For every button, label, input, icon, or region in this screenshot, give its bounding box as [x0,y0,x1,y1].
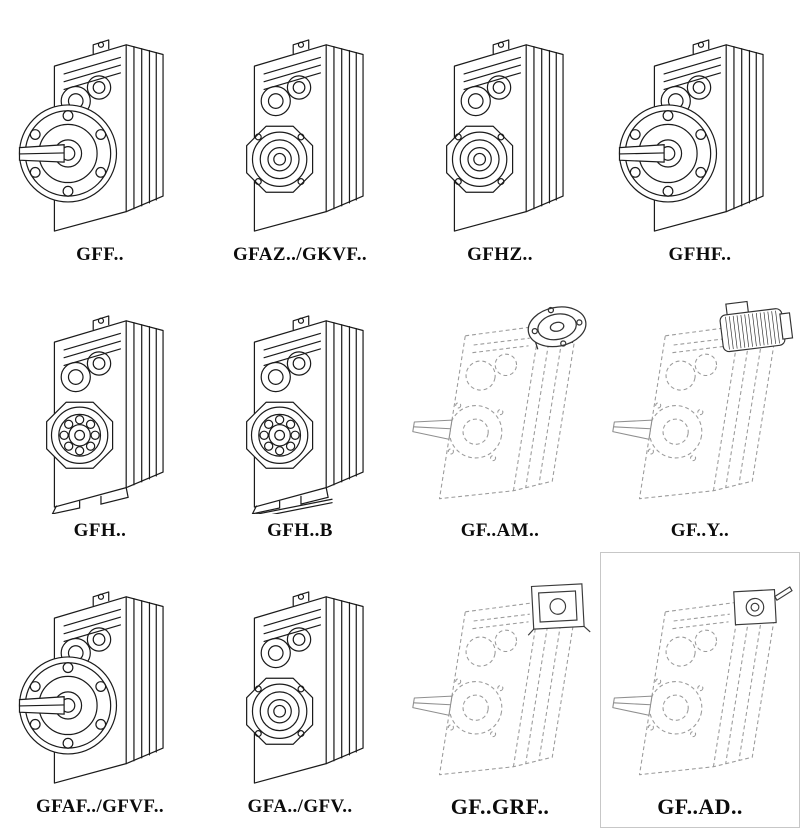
catalog-cell-gf-ad: GF..AD.. [600,552,800,828]
catalog-cell-gf-am: GF..AM.. [400,276,600,552]
model-label: GF..Y.. [670,520,730,541]
drawing-flange-mounted-reducer [600,2,800,242]
model-label: GF..GRF.. [450,794,550,819]
drawing-reducer-with-input-shaft-adapter [600,554,800,794]
drawing-foot-mounted-reducer-with-base [200,278,400,518]
catalog-cell-gfaz-gkvf: GFAZ../GKVF.. [200,0,400,276]
drawing-hollow-shaft-shrink-disc-reducer [400,2,600,242]
model-label: GFHF.. [668,244,732,265]
drawing-flange-mounted-solid-shaft-reducer [0,554,200,794]
model-label: GFH..B [267,520,333,541]
drawing-reducer-with-motor-adapter-flange [400,278,600,518]
catalog-cell-gfh-b: GFH..B [200,276,400,552]
catalog-cell-gfa-gfv: GFA../GFV.. [200,552,400,828]
catalog-cell-gfhz: GFHZ.. [400,0,600,276]
drawing-hollow-shaft-reducer [200,554,400,794]
drawing-flange-mounted-solid-shaft-reducer [0,2,200,242]
model-label: GFH.. [73,520,127,541]
model-label: GF..AM.. [460,520,540,541]
model-label: GFHZ.. [467,244,533,265]
catalog-cell-gf-y: GF..Y.. [600,276,800,552]
catalog-cell-gfhf: GFHF.. [600,0,800,276]
catalog-cell-gfaf-gfvf: GFAF../GFVF.. [0,552,200,828]
model-label: GFAZ../GKVF.. [233,244,367,265]
catalog-cell-gff: GFF.. [0,0,200,276]
drawing-hollow-shaft-reducer [200,2,400,242]
model-label: GF..AD.. [657,794,743,819]
model-label: GFA../GFV.. [247,796,353,817]
model-label: GFF.. [76,244,124,265]
drawing-foot-mounted-reducer [0,278,200,518]
catalog-cell-gf-grf: GF..GRF.. [400,552,600,828]
model-label: GFAF../GFVF.. [35,796,164,817]
drawing-reducer-with-input-adapter [400,554,600,794]
drawing-reducer-with-mounted-motor [600,278,800,518]
catalog-cell-gfh: GFH.. [0,276,200,552]
